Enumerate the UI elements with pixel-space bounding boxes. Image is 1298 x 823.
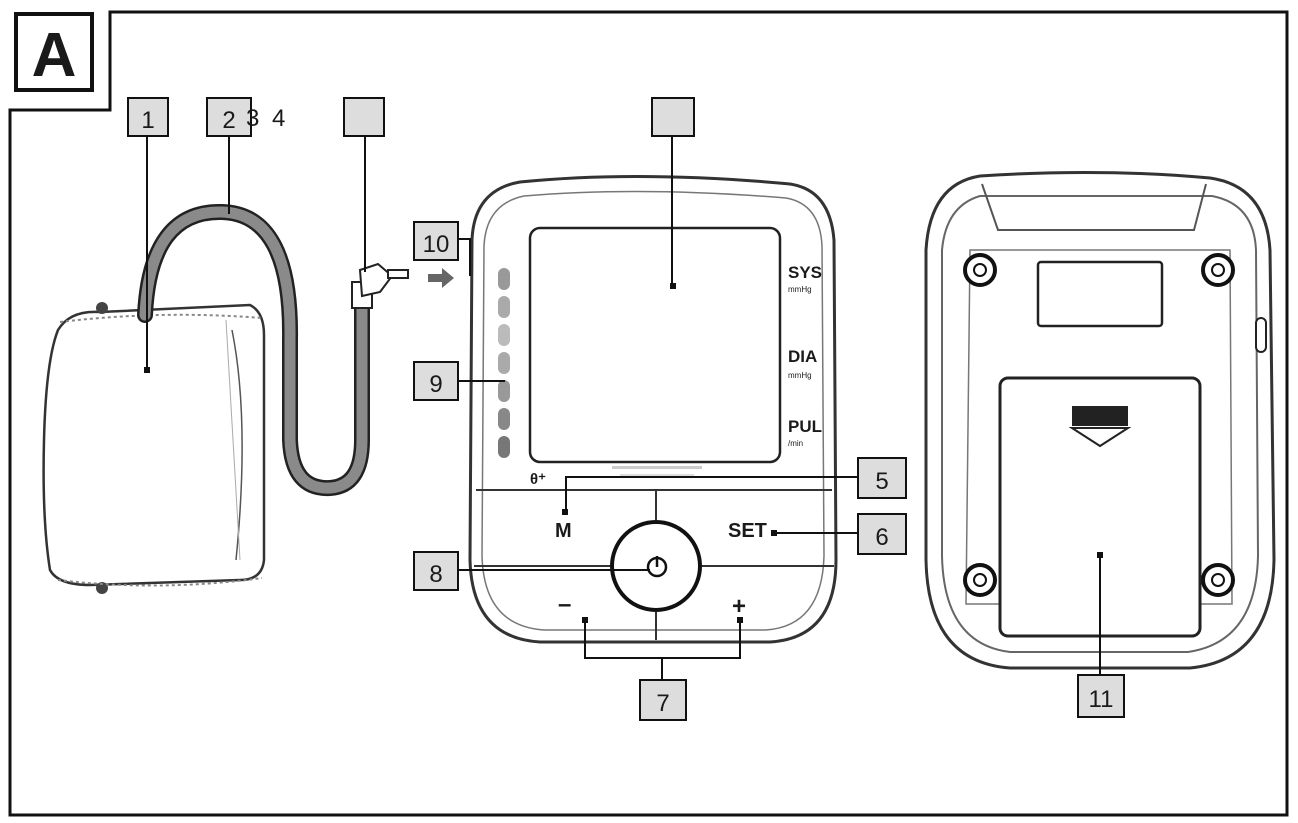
set-button-label: SET (728, 520, 767, 542)
svg-text:2: 2 (222, 107, 235, 134)
dia-label: DIA (788, 347, 817, 366)
minus-button-label: – (558, 591, 571, 618)
svg-text:5: 5 (875, 468, 888, 495)
memory-button-label: M (555, 520, 572, 542)
pul-label: PUL (788, 417, 822, 436)
sys-unit: mmHg (788, 285, 812, 294)
callout-1: 1 (127, 97, 169, 137)
stray-number-3: 3 (246, 105, 259, 132)
sys-label: SYS (788, 263, 822, 282)
stray-number-4: 4 (272, 105, 285, 132)
user-symbol: θ⁺ (530, 471, 546, 488)
plus-button-label: + (732, 593, 746, 620)
svg-text:6: 6 (875, 524, 888, 551)
callout-8: 8 (413, 551, 459, 591)
panel-label: A (14, 12, 94, 92)
callout-7: 7 (639, 679, 687, 721)
svg-text:11: 11 (1089, 686, 1114, 713)
callout-6: 6 (857, 513, 907, 555)
svg-text:10: 10 (423, 231, 450, 258)
cuff-illustration (42, 302, 266, 594)
panel-letter: A (32, 21, 77, 90)
callout-3 (343, 97, 385, 137)
callout-9: 9 (413, 361, 459, 401)
callout-boxes: 1 2 3 4 10 9 5 6 (127, 97, 1125, 721)
svg-text:1: 1 (141, 107, 154, 134)
callout-4 (651, 97, 695, 137)
risk-indicator-bars (498, 268, 510, 458)
callout-5: 5 (857, 457, 907, 499)
callout-lines (146, 136, 1101, 680)
monitor-front: SYS mmHg DIA mmHg PUL /min θ⁺ M SET – + (468, 174, 838, 644)
pul-unit: /min (788, 439, 803, 448)
svg-text:8: 8 (429, 561, 442, 588)
figure-frame (8, 10, 1289, 817)
callout-10: 10 (413, 221, 459, 261)
air-hose (137, 203, 454, 497)
callout-dots (144, 283, 1103, 623)
svg-text:7: 7 (656, 690, 669, 717)
svg-text:9: 9 (429, 371, 442, 398)
dia-unit: mmHg (788, 371, 812, 380)
callout-11: 11 (1077, 674, 1125, 718)
callout-2: 2 (206, 97, 252, 137)
